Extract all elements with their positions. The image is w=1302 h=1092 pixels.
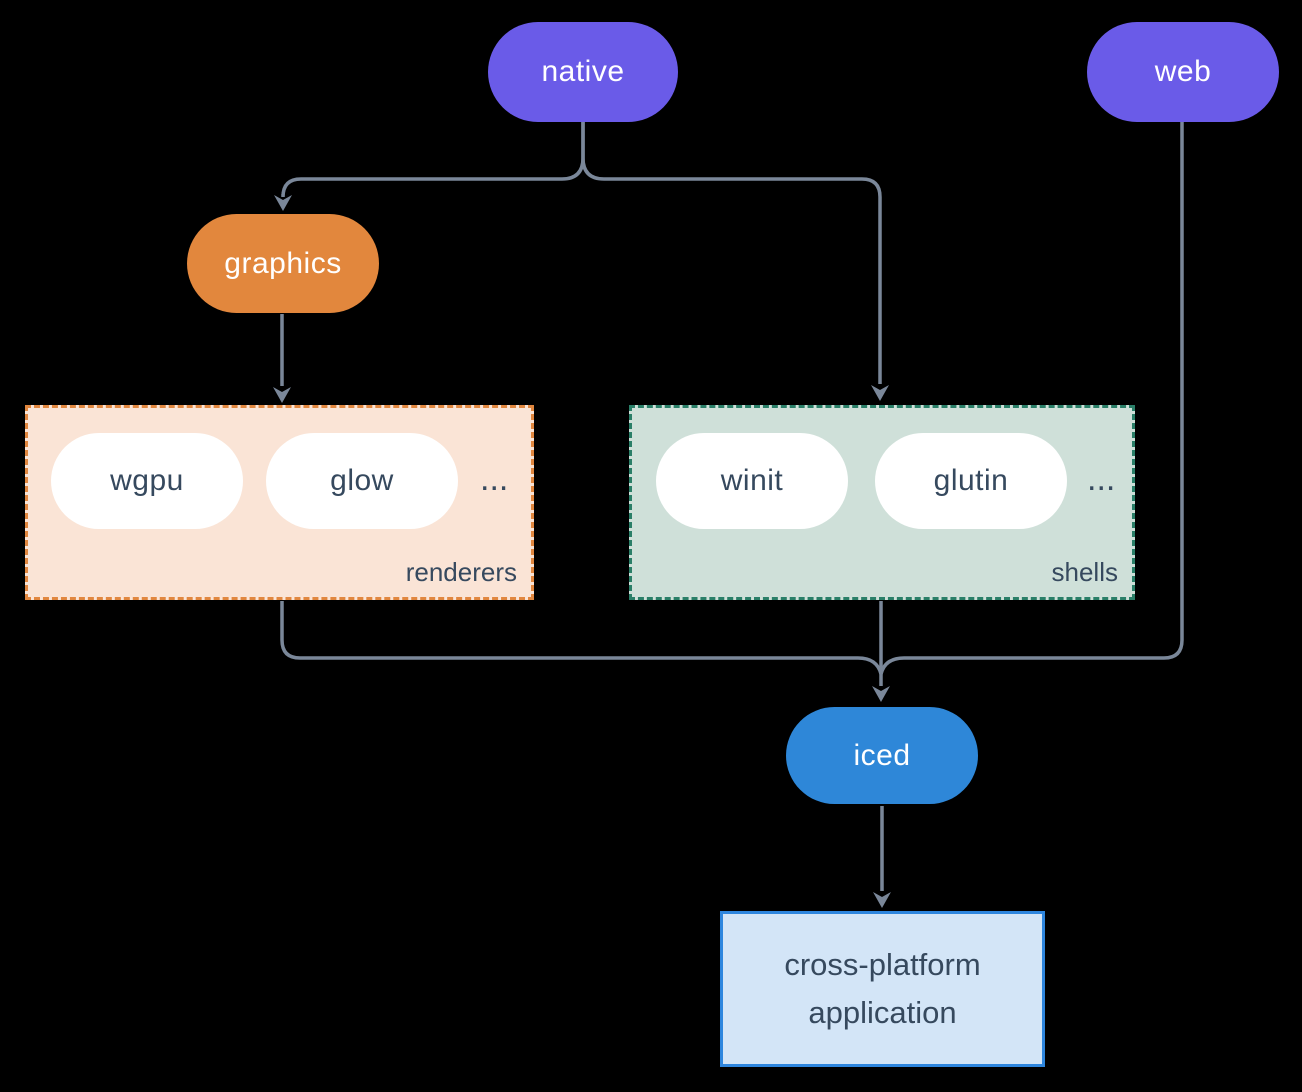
node-glutin: glutin xyxy=(875,433,1067,529)
node-iced-label: iced xyxy=(853,738,911,772)
renderers-ellipsis: ... xyxy=(480,460,509,498)
group-shells: winit glutin ... shells xyxy=(629,405,1135,600)
group-shells-label: shells xyxy=(1051,557,1118,587)
arrowhead-icon xyxy=(873,892,891,908)
node-native: native xyxy=(488,22,678,122)
node-web-label: web xyxy=(1154,55,1212,88)
node-app-label-line1: cross-platform xyxy=(784,947,981,982)
node-winit: winit xyxy=(656,433,848,529)
node-cross-platform-application: cross-platform application xyxy=(720,911,1045,1067)
shells-ellipsis: ... xyxy=(1087,460,1116,498)
node-graphics: graphics xyxy=(187,214,379,313)
connector-native-shells xyxy=(581,122,882,384)
node-wgpu: wgpu xyxy=(51,433,243,529)
group-renderers: wgpu glow ... renderers xyxy=(25,405,534,600)
arrowhead-icon xyxy=(872,686,890,702)
node-wgpu-label: wgpu xyxy=(110,464,184,497)
node-glow: glow xyxy=(266,433,458,529)
node-glow-label: glow xyxy=(330,464,394,497)
arrowhead-icon xyxy=(274,195,292,211)
arrowhead-icon xyxy=(871,385,889,401)
node-glutin-label: glutin xyxy=(933,464,1009,497)
group-renderers-label: renderers xyxy=(405,557,517,587)
node-iced: iced xyxy=(786,707,978,804)
connector-renderers-iced xyxy=(280,601,883,675)
arrowhead-icon xyxy=(273,387,291,403)
node-web: web xyxy=(1087,22,1279,122)
node-app-label-line2: application xyxy=(808,995,957,1030)
connector-native-graphics xyxy=(281,122,585,198)
node-graphics-label: graphics xyxy=(224,246,342,280)
node-winit-label: winit xyxy=(720,464,784,497)
node-native-label: native xyxy=(541,55,625,88)
